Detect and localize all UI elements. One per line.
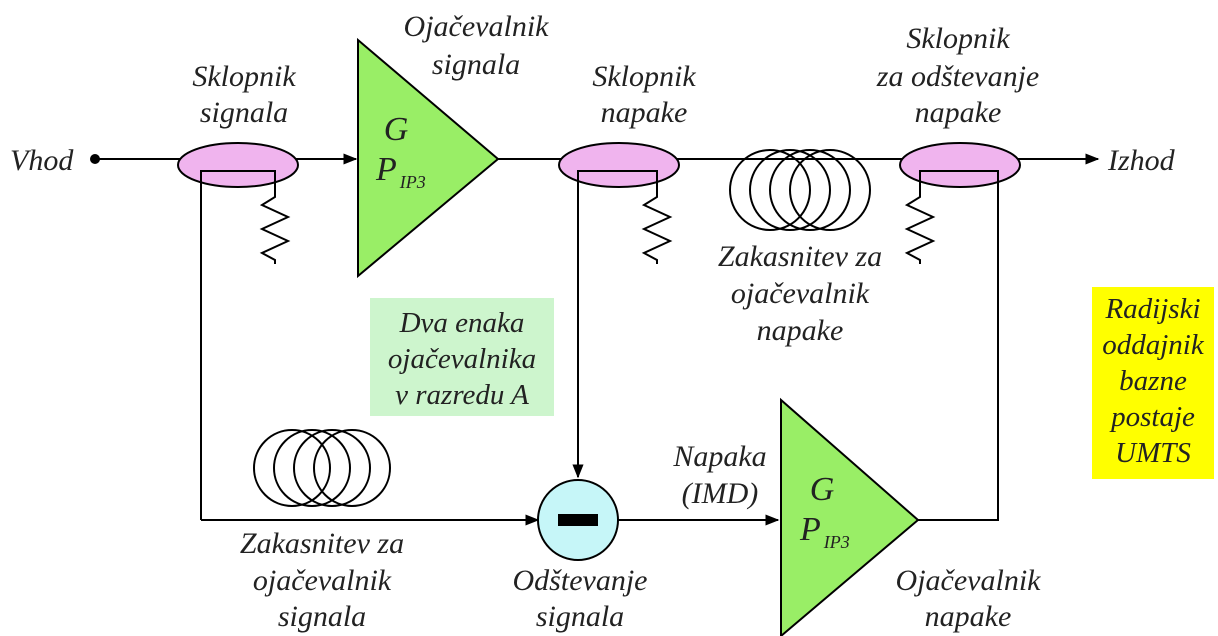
signal-coupler-termination-icon [259,192,291,264]
subtraction-coupler-branch [918,170,999,521]
delay-line-error-amp-icon [729,149,871,231]
error-coupler-label-2: napake [601,96,688,129]
note-base-station-box [1092,287,1214,479]
delay-signal-amp-label-3: signala [278,600,366,633]
error-coupler-label-1: Sklopnik [592,60,696,93]
subtraction-coupler [899,142,1021,188]
signal-amp-ip3-sub: IP3 [399,172,426,192]
error-amp-ip3-sub: IP3 [823,532,850,552]
signal-amplifier [357,37,500,279]
signal-coupler-label-2: signala [200,96,288,129]
error-amplifier [780,397,920,636]
delay-line-signal-amp-icon [253,429,391,507]
note-identical-amps-line-1: Dva enaka [399,307,525,339]
subtractor-label-1: Odštevanje [513,564,648,597]
signal-coupler-label-1: Sklopnik [192,60,296,93]
signal-amp-gain: G [384,111,409,148]
error-amp-gain: G [810,471,835,508]
signal-amplifier-label-2: signala [432,48,520,81]
delay-error-amp-label-1: Zakasnitev za [718,240,882,273]
output-label: Izhod [1107,144,1176,177]
error-amp-p: P [799,511,821,548]
input-label: Vhod [10,144,74,177]
signal-amplifier-label-1: Ojačevalnik [404,10,550,43]
note-identical-amps-line-3: v razredu A [395,379,529,411]
error-coupler [558,142,680,188]
minus-icon [558,514,598,526]
error-signal-label: Napaka [672,440,766,473]
note-station-line-2: oddajnik [1102,329,1205,361]
delay-signal-amp-label-2: ojačevalnik [253,564,392,597]
note-identical-amplifiers-box [370,298,554,416]
note-station-line-1: Radijski [1104,293,1200,325]
error-signal-paren-label: (IMD) [682,477,759,510]
note-identical-amps-line-2: ojačevalnika [388,343,536,375]
delay-error-amp-label-2: ojačevalnik [731,277,870,310]
signal-coupler-branch [200,170,276,520]
error-coupler-branch [577,170,658,475]
error-coupler-termination-icon [641,192,673,264]
delay-signal-amp-label-1: Zakasnitev za [240,527,404,560]
signal-amp-p: P [375,151,397,188]
subtract-coupler-label-2: za odštevanje [876,60,1039,93]
subtraction-coupler-termination-icon [904,192,936,264]
error-amplifier-label-2: napake [925,600,1012,633]
subtract-coupler-label-3: napake [915,96,1002,129]
error-amplifier-label-1: Ojačevalnik [896,564,1042,597]
note-station-line-3: bazne [1119,365,1187,397]
signal-coupler [177,142,299,188]
subtractor-label-2: signala [536,600,624,633]
note-station-line-5: UMTS [1115,437,1191,469]
subtract-coupler-label-1: Sklopnik [906,22,1010,55]
note-station-line-4: postaje [1109,401,1195,433]
delay-error-amp-label-3: napake [757,314,844,347]
